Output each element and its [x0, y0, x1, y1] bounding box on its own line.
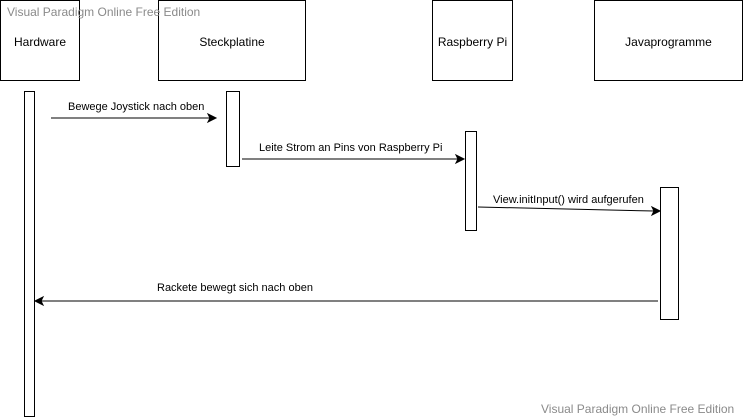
- participant-raspberry-pi: Raspberry Pi: [432, 0, 513, 81]
- participant-javaprogramme: Javaprogramme: [594, 0, 743, 81]
- activation-bar-steckplatine: [226, 91, 240, 167]
- watermark-bottom: Visual Paradigm Online Free Edition: [541, 402, 735, 416]
- participant-steckplatine: Steckplatine: [158, 0, 306, 81]
- participant-hardware: Hardware: [0, 0, 80, 81]
- message-label-3: View.initInput() wird aufgerufen: [493, 194, 644, 206]
- participant-label: Javaprogramme: [625, 35, 712, 49]
- watermark-top: Visual Paradigm Online Free Edition: [7, 5, 201, 19]
- activation-bar-hardware: [24, 91, 35, 417]
- message-label-2: Leite Strom an Pins von Raspberry Pi: [259, 142, 443, 154]
- arrowhead-2: [454, 153, 466, 165]
- arrowhead-3: [650, 205, 662, 217]
- participant-label: Hardware: [13, 35, 67, 49]
- message-label-1: Bewege Joystick nach oben: [68, 101, 205, 113]
- activation-bar-javaprogramme: [660, 187, 679, 320]
- message-label-4: Rackete bewegt sich nach oben: [157, 282, 313, 294]
- arrowhead-4: [33, 295, 45, 307]
- arrowhead-1: [206, 112, 218, 124]
- activation-bar-raspberry-pi: [465, 131, 477, 231]
- participant-label: Steckplatine: [199, 35, 265, 49]
- message-arrow-3: [477, 206, 655, 212]
- participant-label: Raspberry Pi: [437, 35, 508, 49]
